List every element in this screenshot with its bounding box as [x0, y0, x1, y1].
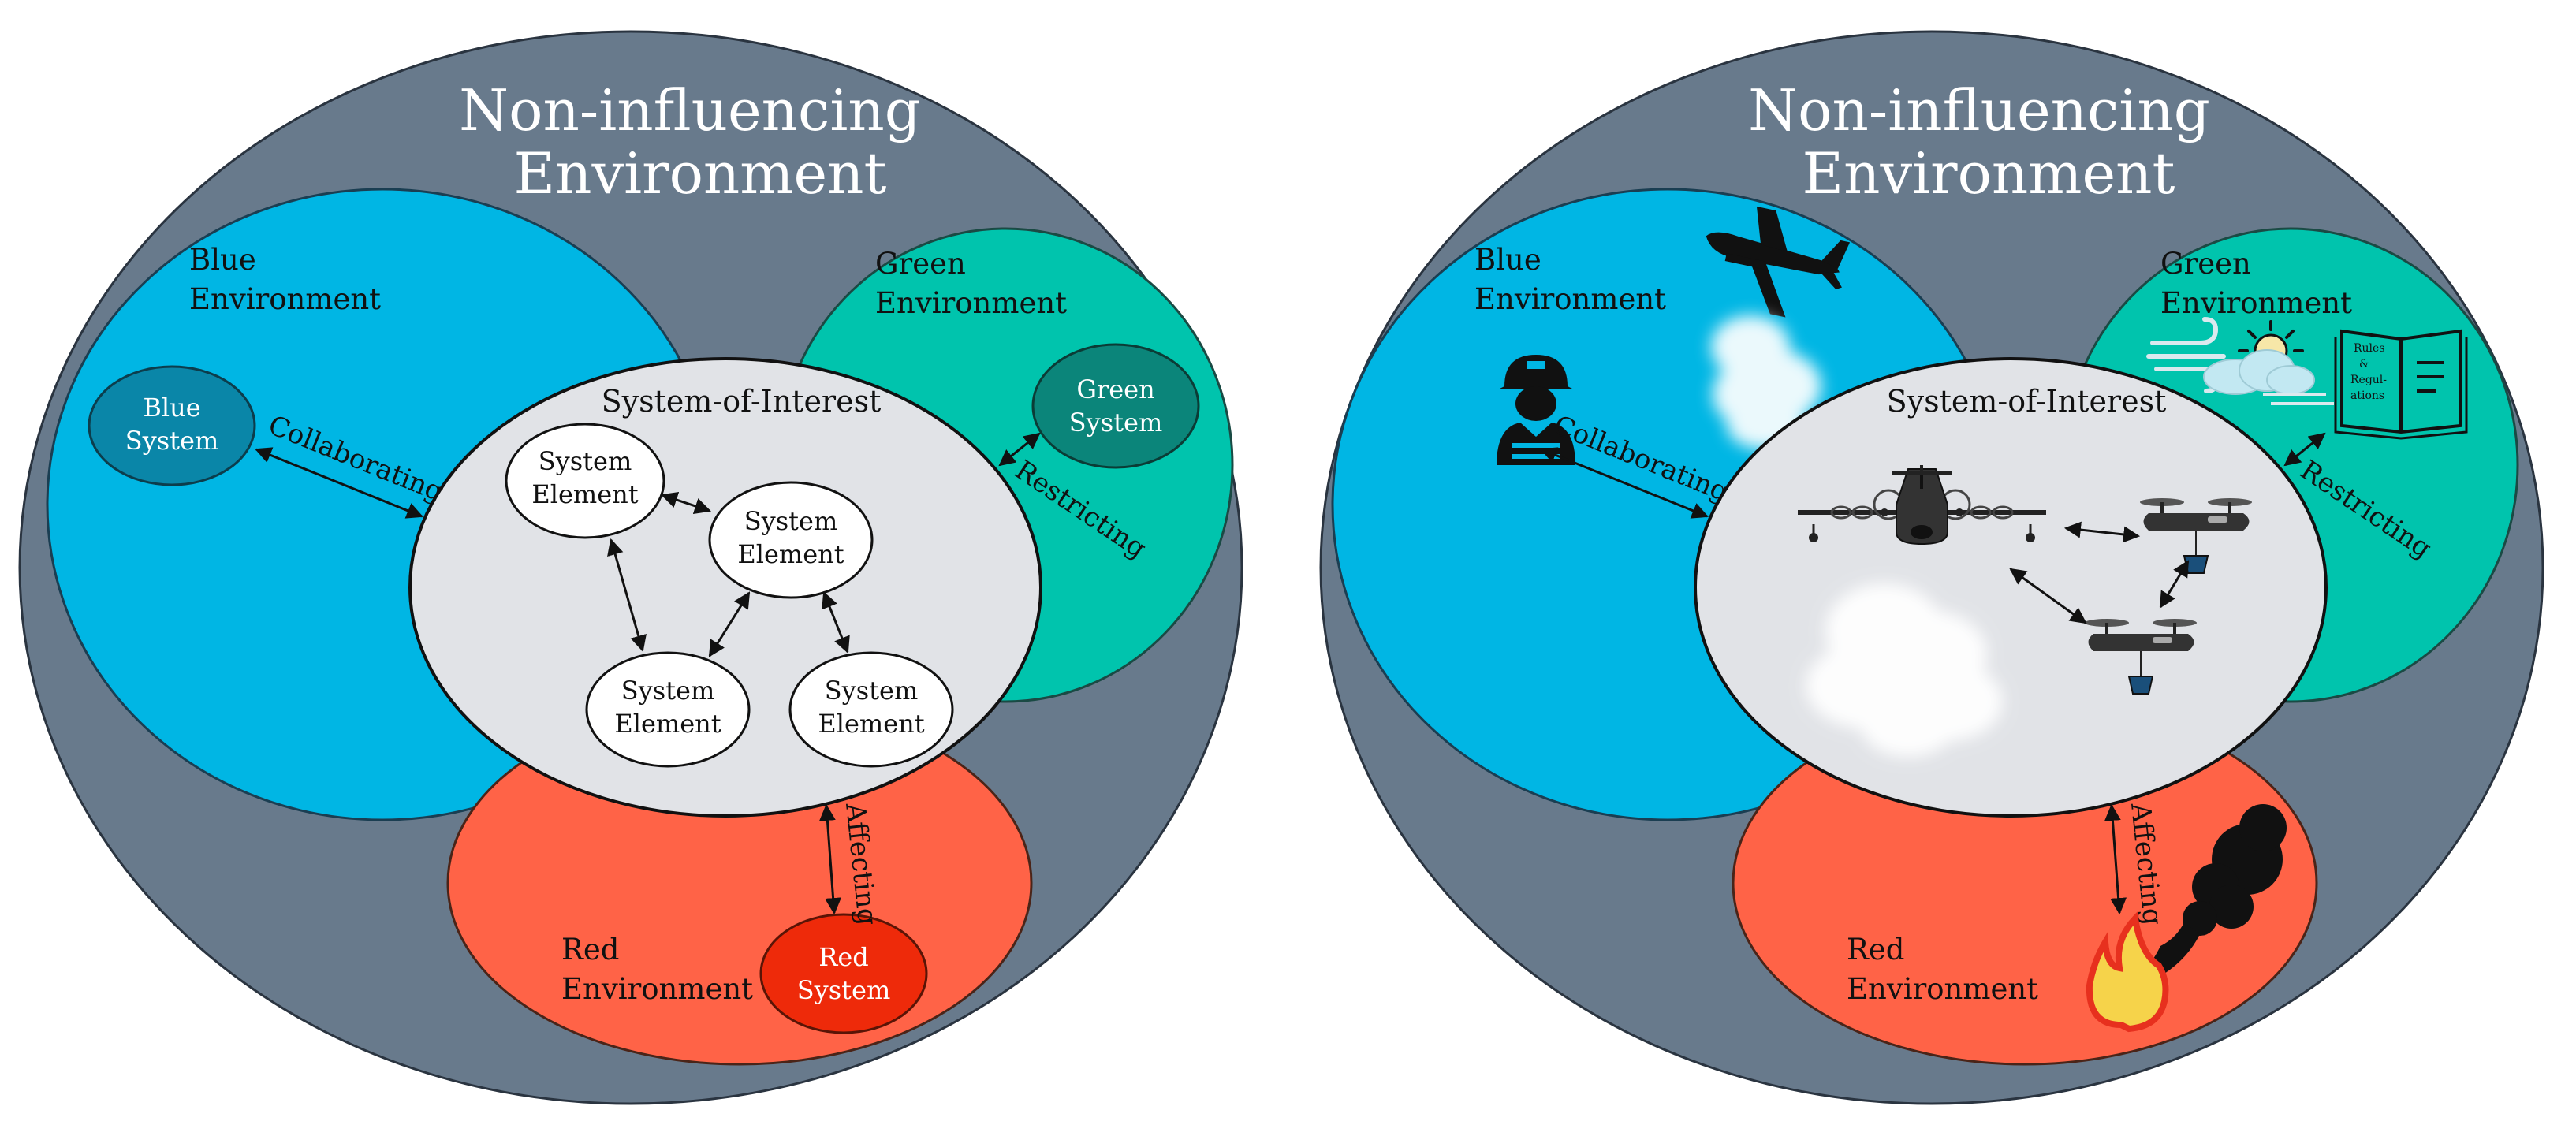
rules-book-text-3: Regul-	[2350, 374, 2387, 386]
water-drop-mist	[1711, 315, 1821, 449]
system-element-2	[708, 481, 874, 599]
arrow-collaborating	[255, 447, 423, 519]
blue-environment-label-1: Blue	[189, 243, 256, 277]
rules-book-icon: Rules & Regul- ations	[2334, 329, 2468, 440]
system-element-1-label-2: Element	[531, 479, 638, 509]
arrow-element1-element2	[661, 492, 711, 514]
system-element-3-label-1: System	[621, 676, 715, 706]
red-environment-label-1: Red	[561, 933, 619, 967]
red-environment-label-2: Environment	[561, 972, 753, 1006]
green-system	[1031, 343, 1200, 469]
non-influencing-title-line1: Non-influencing	[459, 77, 921, 143]
water-bomber-plane-icon	[1706, 206, 1851, 318]
system-element-4	[788, 651, 954, 768]
system-element-1	[505, 423, 665, 539]
arrow-element2-element4	[822, 591, 850, 654]
arrow-element2-element3	[708, 591, 751, 657]
non-influencing-title-right-line2: Environment	[1802, 140, 2175, 207]
blue-environment-right-label-2: Environment	[1474, 282, 1666, 316]
arrow-restricting-right	[2283, 432, 2326, 467]
blue-environment-right-label-1: Blue	[1474, 243, 1541, 277]
system-element-3-label-2: Element	[614, 709, 721, 739]
sun-cloud-icon	[2203, 320, 2334, 405]
system-element-2-label-2: Element	[737, 539, 844, 569]
non-influencing-title-right-line1: Non-influencing	[1748, 77, 2210, 143]
green-environment-right-label-1: Green	[2160, 247, 2251, 281]
arrow-drone-quad2	[2009, 568, 2087, 624]
red-system-label-2: System	[797, 975, 891, 1005]
arrow-quad1-quad2	[2159, 560, 2190, 609]
fire-icon	[2086, 911, 2169, 1033]
system-element-3	[585, 651, 751, 768]
system-element-2-label-1: System	[744, 506, 838, 536]
smoke-icon	[2145, 804, 2287, 974]
arrow-drone-quad1	[2063, 521, 2141, 543]
green-environment-label-1: Green	[875, 247, 966, 281]
fixed-wing-drone-icon	[1798, 465, 2046, 546]
red-environment-right-label-2: Environment	[1847, 972, 2038, 1006]
arrow-restricting	[998, 432, 1041, 467]
green-system-label-2: System	[1069, 408, 1163, 438]
system-element-4-label-1: System	[825, 676, 919, 706]
system-of-interest-right-title: System-of-Interest	[1887, 384, 2167, 419]
red-environment-right-label-1: Red	[1847, 933, 1904, 967]
rules-book-text-1: Rules	[2354, 342, 2385, 355]
blue-system-label-1: Blue	[143, 393, 200, 423]
blue-system	[88, 365, 256, 486]
non-influencing-title-line2: Environment	[514, 140, 887, 207]
rules-book-text-2: &	[2359, 358, 2369, 371]
arrow-collaborating-right	[1540, 447, 1709, 519]
mist-cloud	[1806, 583, 2003, 757]
rules-book-text-4: ations	[2350, 389, 2384, 402]
arrow-affecting	[818, 803, 842, 915]
left-panel: Non-influencing Environment Blue Environ…	[18, 30, 1243, 1105]
blue-system-label-2: System	[125, 426, 219, 456]
right-panel: Non-influencing Environment Blue Environ…	[1319, 30, 2544, 1105]
green-environment-label-2: Environment	[875, 286, 1067, 320]
system-of-interest-title: System-of-Interest	[602, 384, 882, 419]
blue-environment-label-2: Environment	[189, 282, 381, 316]
red-system	[759, 913, 928, 1034]
green-system-label-1: Green	[1076, 374, 1154, 404]
system-element-1-label-1: System	[539, 446, 632, 476]
system-of-interest-right	[1694, 357, 2328, 818]
arrow-element1-element3	[607, 538, 647, 653]
arrow-affecting-right	[2104, 803, 2127, 915]
quadcopter-bucket-icon-2	[2085, 619, 2197, 695]
system-element-4-label-2: Element	[818, 709, 924, 739]
green-environment-right-label-2: Environment	[2160, 286, 2352, 320]
red-system-label-1: Red	[818, 942, 869, 972]
